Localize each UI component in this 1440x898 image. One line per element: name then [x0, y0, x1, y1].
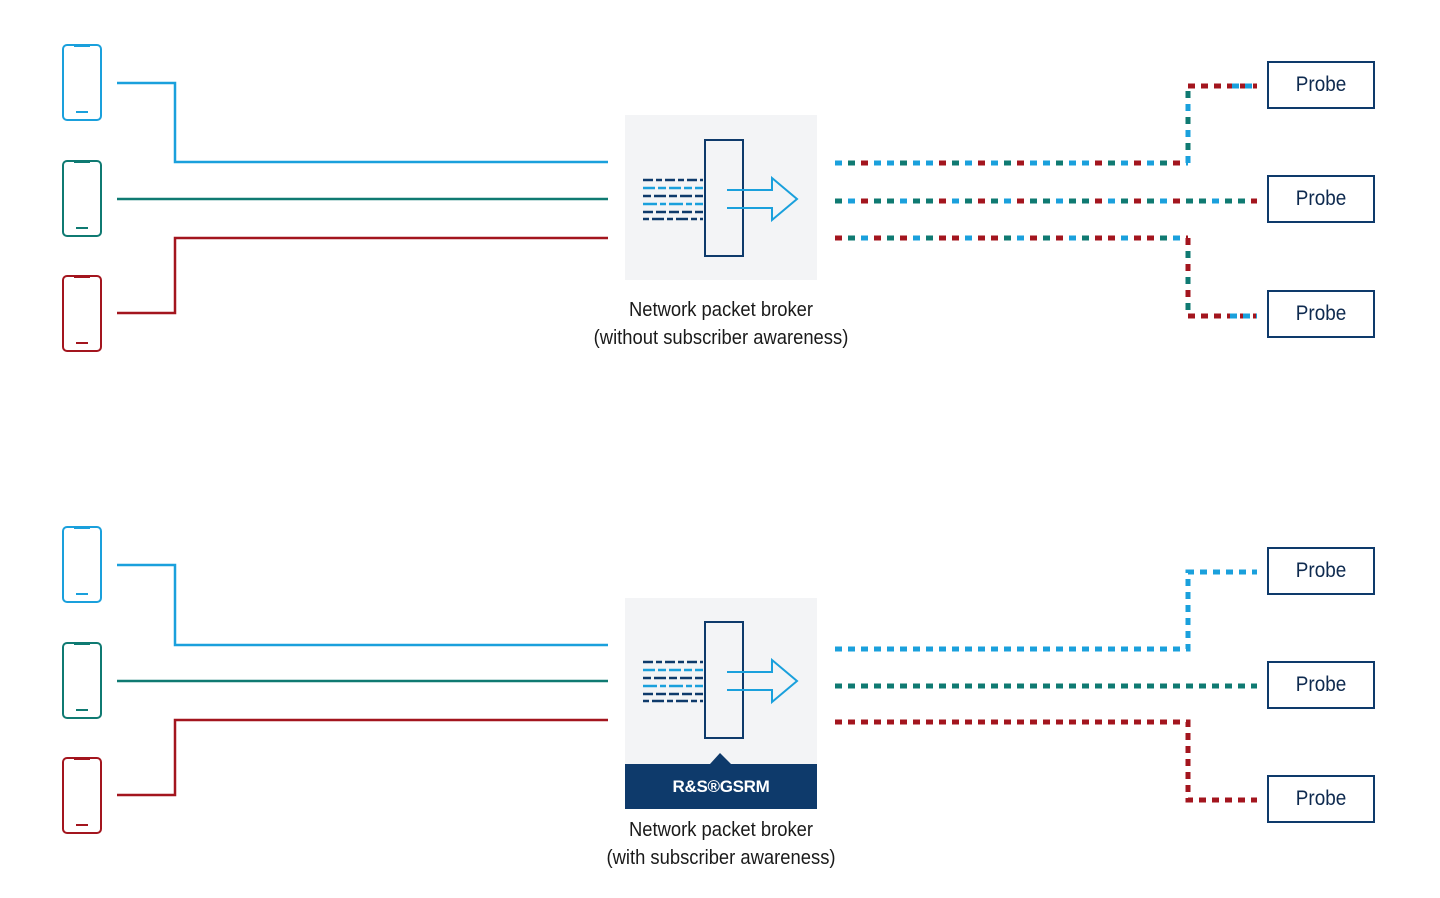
probe-box: Probe [1267, 290, 1375, 338]
connection-line-blue [117, 81, 608, 164]
probe-label: Probe [1295, 302, 1347, 325]
smartphone-icon [62, 275, 102, 352]
probe-label: Probe [1295, 673, 1347, 696]
probe-label: Probe [1295, 787, 1347, 810]
probe-box: Probe [1267, 175, 1375, 223]
packet-broker-icon [625, 598, 817, 764]
smartphone-icon [62, 44, 102, 121]
output-streams-bottom [835, 569, 1257, 803]
probe-box: Probe [1267, 661, 1375, 709]
smartphone-icon [62, 526, 102, 603]
connection-line-red [117, 236, 608, 315]
connection-line-blue [117, 563, 608, 647]
smartphone-icon [62, 160, 102, 237]
probe-box: Probe [1267, 61, 1375, 109]
smartphone-icon [62, 642, 102, 719]
gsrm-badge: R&S®GSRM [625, 764, 817, 809]
probe-label: Probe [1295, 187, 1347, 210]
broker-label-line2: (without subscriber awareness) [593, 327, 849, 349]
broker-label-top: Network packet broker (without subscribe… [565, 296, 878, 352]
connection-line-red [117, 718, 608, 797]
probe-box: Probe [1267, 547, 1375, 595]
output-streams-top [835, 83, 1257, 319]
broker-label-line1: Network packet broker [628, 819, 814, 841]
packet-broker-icon [625, 115, 817, 280]
broker-label-line2: (with subscriber awareness) [606, 847, 836, 869]
broker-label-line1: Network packet broker [628, 299, 814, 321]
smartphone-icon [62, 757, 102, 834]
probe-box: Probe [1267, 775, 1375, 823]
probe-label: Probe [1295, 73, 1347, 96]
probe-label: Probe [1295, 559, 1347, 582]
broker-label-bottom: Network packet broker (with subscriber a… [565, 816, 878, 872]
